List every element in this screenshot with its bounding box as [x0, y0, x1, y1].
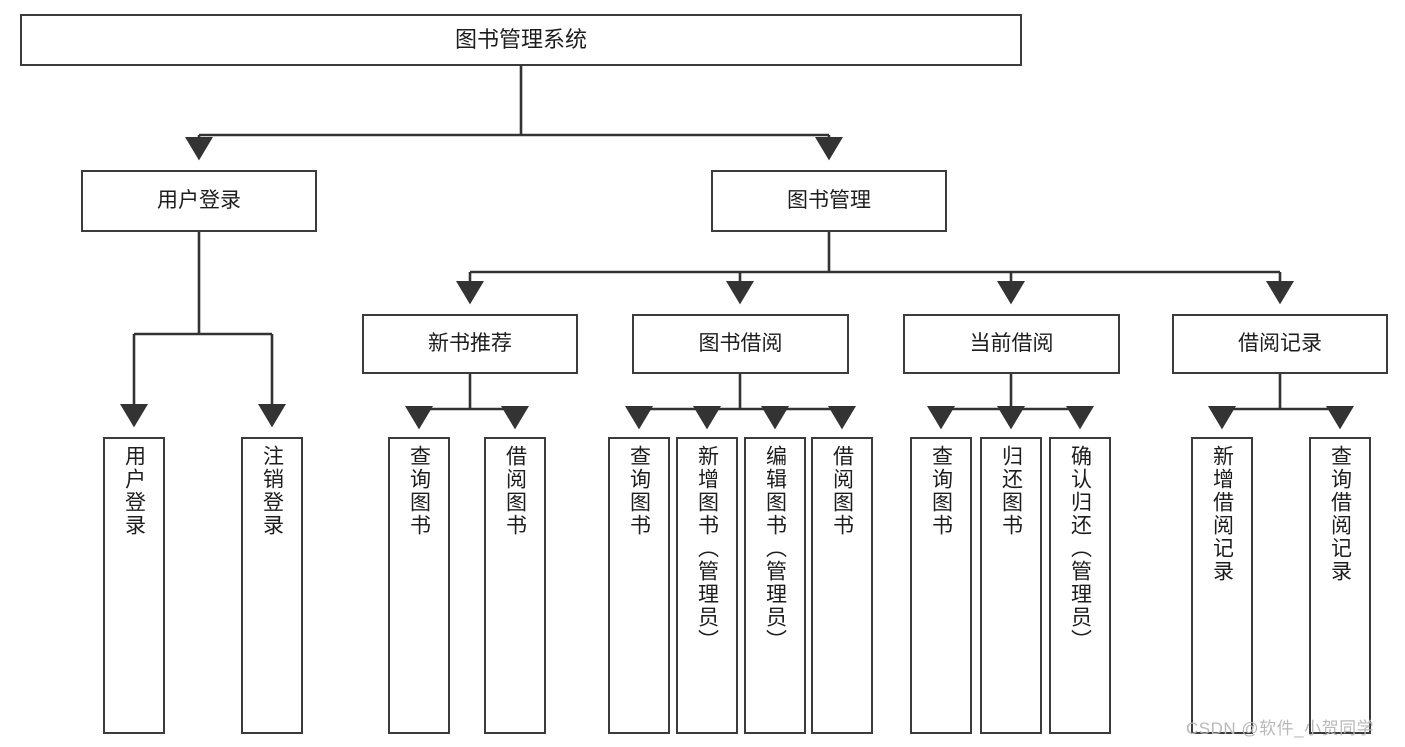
node-label: 归还图书: [999, 445, 1023, 537]
node-current-borrow[interactable]: 当前借阅: [903, 314, 1120, 374]
node-label: 当前借阅: [969, 331, 1054, 355]
node-label: 借阅图书: [503, 445, 527, 537]
node-leaf-query-book-2[interactable]: 查询图书: [608, 437, 670, 734]
watermark: CSDN @软件_小贺同学: [1186, 719, 1375, 738]
node-root[interactable]: 图书管理系统: [20, 14, 1022, 66]
node-leaf-query-book-3[interactable]: 查询图书: [910, 437, 972, 734]
node-label: 新书推荐: [428, 331, 512, 355]
node-label: 借阅记录: [1238, 331, 1322, 355]
node-label: 用户登录: [157, 188, 241, 212]
node-label: 图书管理: [787, 188, 871, 212]
node-label: 注销登录: [260, 445, 284, 537]
node-leaf-add-record[interactable]: 新增借阅记录: [1191, 437, 1253, 734]
node-leaf-confirm-return[interactable]: 确认归还（管理员）: [1049, 437, 1111, 734]
node-label: 查询图书: [407, 445, 431, 537]
node-leaf-borrow-book-1[interactable]: 借阅图书: [484, 437, 546, 734]
node-book-manage[interactable]: 图书管理: [711, 170, 947, 232]
node-label: 新增借阅记录: [1210, 445, 1234, 583]
node-leaf-query-book-1[interactable]: 查询图书: [388, 437, 450, 734]
node-label: 图书管理系统: [454, 27, 587, 53]
node-leaf-add-book[interactable]: 新增图书（管理员）: [676, 437, 738, 734]
node-borrow-record[interactable]: 借阅记录: [1172, 314, 1388, 374]
node-user-login[interactable]: 用户登录: [81, 170, 317, 232]
node-leaf-borrow-book-2[interactable]: 借阅图书: [811, 437, 873, 734]
node-new-book-recommend[interactable]: 新书推荐: [362, 314, 578, 374]
node-label: 查询借阅记录: [1328, 445, 1352, 583]
node-leaf-edit-book[interactable]: 编辑图书（管理员）: [744, 437, 806, 734]
node-leaf-query-record[interactable]: 查询借阅记录: [1309, 437, 1371, 734]
node-book-borrow[interactable]: 图书借阅: [632, 314, 849, 374]
node-label: 查询图书: [627, 445, 651, 537]
node-leaf-logout-login[interactable]: 注销登录: [241, 437, 303, 734]
node-leaf-user-login[interactable]: 用户登录: [103, 437, 165, 734]
node-label: 新增图书（管理员）: [695, 445, 719, 652]
node-label: 确认归还（管理员）: [1068, 445, 1092, 652]
node-label: 用户登录: [122, 445, 146, 537]
node-leaf-return-book[interactable]: 归还图书: [980, 437, 1042, 734]
node-label: 编辑图书（管理员）: [763, 445, 787, 652]
node-label: 图书借阅: [698, 331, 783, 355]
node-label: 查询图书: [929, 445, 953, 537]
node-label: 借阅图书: [830, 445, 854, 537]
